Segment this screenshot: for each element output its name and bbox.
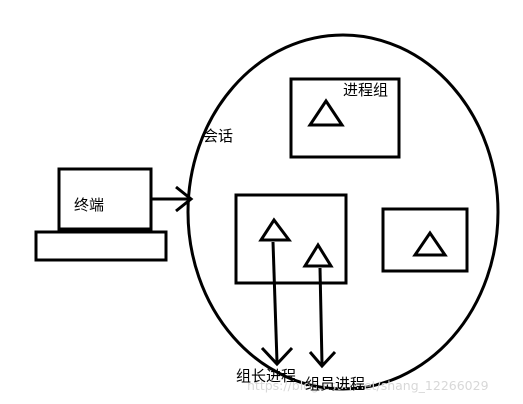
session-label: 会话: [203, 127, 233, 145]
watermark: https://blog.csdn.net/shang_12266029: [247, 378, 489, 393]
process-triangle-top: [307, 98, 345, 127]
member-process-triangle: [302, 242, 334, 268]
process-triangle-right: [412, 230, 448, 257]
terminal-monitor: [57, 167, 153, 231]
terminal-arrow-head: [175, 185, 194, 213]
terminal-label: 终端: [74, 196, 104, 214]
session-circle: [186, 33, 500, 391]
member-arrow-head: [308, 350, 337, 369]
process-group-middle: [234, 193, 348, 285]
process-group-label: 进程组: [343, 81, 388, 99]
leader-process-triangle: [258, 217, 292, 242]
leader-process-arrow: [271, 241, 279, 363]
leader-arrow-head: [260, 346, 294, 367]
process-group-top: [289, 77, 401, 159]
member-process-arrow: [318, 267, 324, 365]
leader-process-label: 组长进程: [236, 367, 296, 385]
member-process-label: 组员进程: [305, 375, 365, 393]
terminal-base: [34, 230, 168, 262]
